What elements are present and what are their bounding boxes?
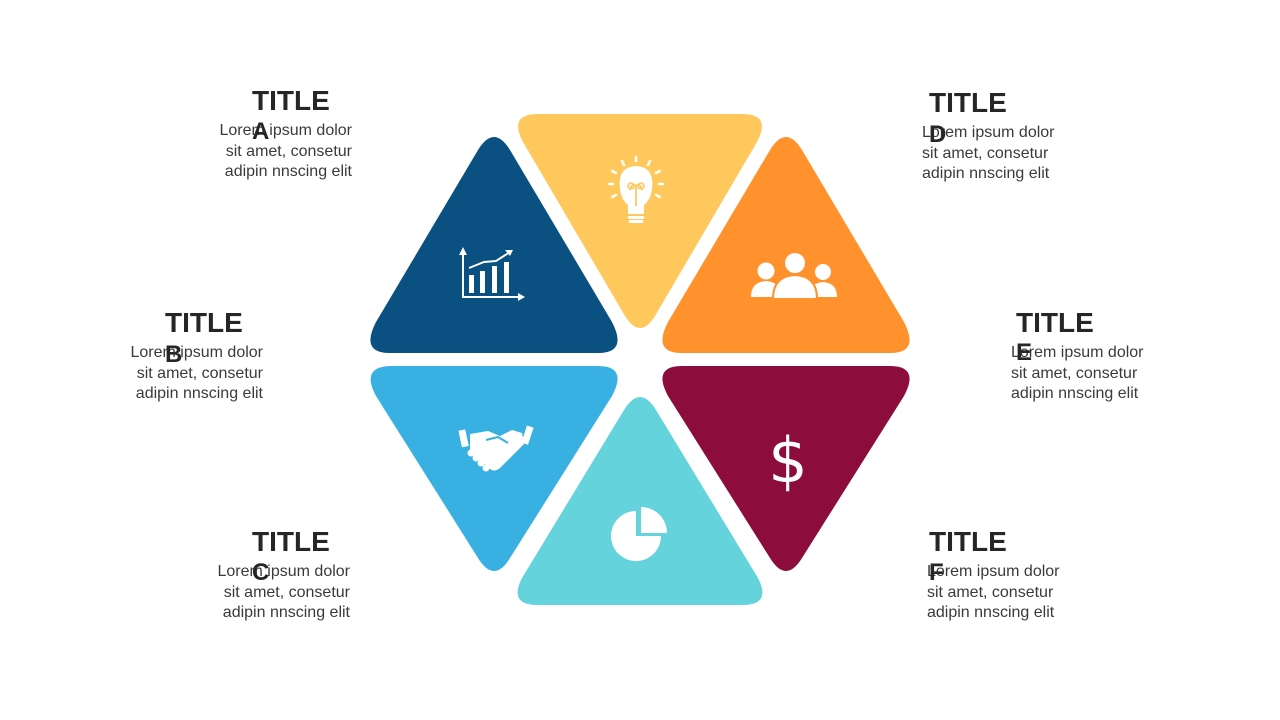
label-a-letter: A [252, 118, 270, 145]
label-f-letter: F [929, 559, 944, 586]
lightbulb-icon [607, 155, 665, 223]
label-d-letter: D [929, 121, 947, 148]
segment-e[interactable]: $ [662, 366, 910, 571]
label-e-title: TITLE [1016, 307, 1094, 338]
segment-b[interactable] [370, 366, 618, 571]
label-d: TITLE D Lorem ipsum dolor sit amet, cons… [922, 87, 1092, 185]
segment-d-triangle [662, 137, 910, 353]
label-d-title: TITLE [929, 87, 1007, 118]
segment-c-triangle [517, 397, 763, 605]
segment-f[interactable] [518, 114, 762, 328]
label-a-title: TITLE [252, 85, 330, 116]
label-c-title: TITLE [252, 526, 330, 557]
label-b-letter: B [165, 341, 183, 368]
handshake-icon [458, 425, 534, 472]
dollar-icon: $ [768, 424, 807, 497]
label-e-letter: E [1016, 339, 1033, 366]
label-e: TITLE E Lorem ipsum dolor sit amet, cons… [1011, 307, 1181, 405]
label-f-title: TITLE [929, 526, 1007, 557]
segment-d[interactable] [662, 137, 910, 353]
label-a: TITLE A Lorem ipsum dolor sit amet, cons… [210, 85, 380, 183]
label-b-body: Lorem ipsum dolor sit amet, consetur adi… [130, 344, 264, 402]
label-d-body: Lorem ipsum dolor sit amet, consetur adi… [922, 124, 1055, 182]
label-e-body: Lorem ipsum dolor sit amet, consetur adi… [1011, 344, 1144, 402]
segment-c[interactable] [517, 397, 763, 605]
label-c-letter: C [252, 559, 270, 586]
growth-chart-icon [459, 247, 525, 301]
label-b-title: TITLE [165, 307, 243, 338]
segment-a-triangle [370, 137, 618, 353]
segment-a[interactable] [370, 137, 618, 353]
label-a-body: Lorem ipsum dolor sit amet, consetur adi… [219, 122, 353, 180]
label-b: TITLE B Lorem ipsum dolor sit amet, cons… [121, 307, 291, 405]
team-icon [751, 251, 837, 300]
label-f: TITLE F Lorem ipsum dolor sit amet, cons… [927, 526, 1097, 624]
label-c: TITLE C Lorem ipsum dolor sit amet, cons… [208, 526, 378, 624]
label-c-body: Lorem ipsum dolor sit amet, consetur adi… [217, 563, 351, 621]
label-f-body: Lorem ipsum dolor sit amet, consetur adi… [927, 563, 1060, 621]
pie-chart-icon [611, 507, 667, 561]
segment-e-triangle [662, 366, 910, 571]
